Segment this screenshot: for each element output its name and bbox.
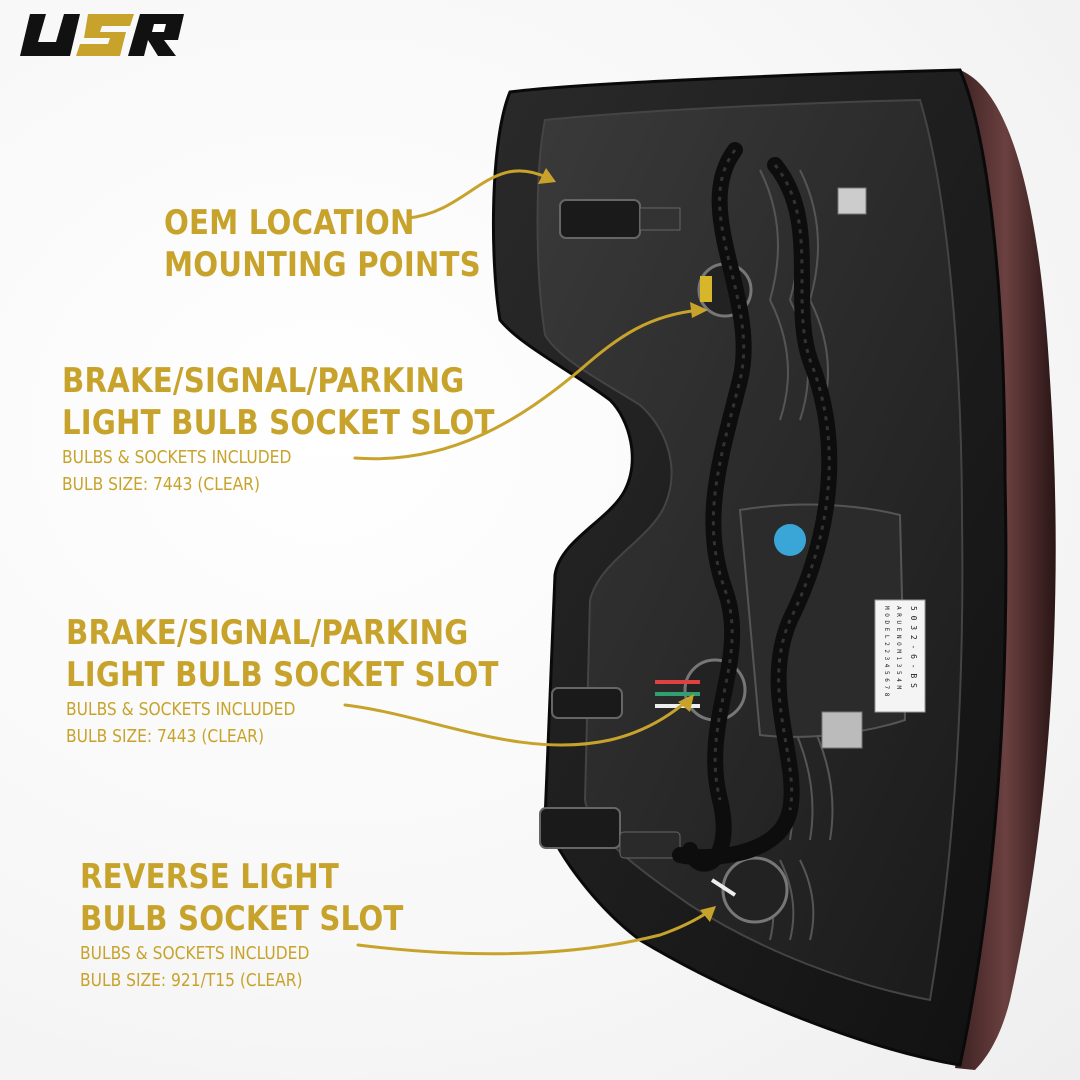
blue-marker-dot (774, 524, 806, 556)
connector-plug (539, 807, 621, 849)
svg-text:5 0 3 2 - 6 - B S: 5 0 3 2 - 6 - B S (909, 606, 918, 688)
svg-text:A R U E N O M 1 3 5 4 M: A R U E N O M 1 3 5 4 M (895, 606, 902, 689)
mounting-stud-top (559, 199, 681, 239)
callout-heading-line: LIGHT BULB SOCKET SLOT (62, 403, 495, 443)
callout-brake-socket-upper: BRAKE/SIGNAL/PARKING LIGHT BULB SOCKET S… (62, 360, 565, 498)
callout-heading-line: BULB SOCKET SLOT (80, 899, 404, 939)
callout-detail-line: BULB SIZE: 7443 (CLEAR) (62, 474, 260, 495)
callout-detail-line: BULB SIZE: 7443 (CLEAR) (66, 726, 264, 747)
callout-mounting-points: OEM LOCATION MOUNTING POINTS (164, 202, 532, 286)
usr-logo (20, 14, 184, 56)
callout-heading-line: REVERSE LIGHT (80, 857, 339, 897)
socket-reverse (710, 856, 789, 924)
callout-heading-line: BRAKE/SIGNAL/PARKING (62, 361, 465, 401)
product-label: 5 0 3 2 - 6 - B S A R U E N O M 1 3 5 4 … (874, 599, 926, 713)
svg-text:M O D E L 2 2 3 4 5 6 7 8: M O D E L 2 2 3 4 5 6 7 8 (883, 606, 890, 697)
callout-detail-line: BULBS & SOCKETS INCLUDED (66, 699, 296, 720)
callout-detail-line: BULBS & SOCKETS INCLUDED (62, 447, 292, 468)
callout-detail-line: BULBS & SOCKETS INCLUDED (80, 943, 310, 964)
callout-heading-line: BRAKE/SIGNAL/PARKING (66, 613, 469, 653)
callout-brake-socket-lower: BRAKE/SIGNAL/PARKING LIGHT BULB SOCKET S… (66, 612, 569, 750)
metal-clip (821, 711, 863, 749)
callout-heading-line: LIGHT BULB SOCKET SLOT (66, 655, 499, 695)
callout-detail-line: BULB SIZE: 921/T15 (CLEAR) (80, 970, 303, 991)
callout-heading-line: OEM LOCATION (164, 203, 415, 243)
callout-reverse-socket: REVERSE LIGHT BULB SOCKET SLOT BULBS & S… (80, 856, 456, 994)
callout-heading-line: MOUNTING POINTS (164, 245, 481, 285)
